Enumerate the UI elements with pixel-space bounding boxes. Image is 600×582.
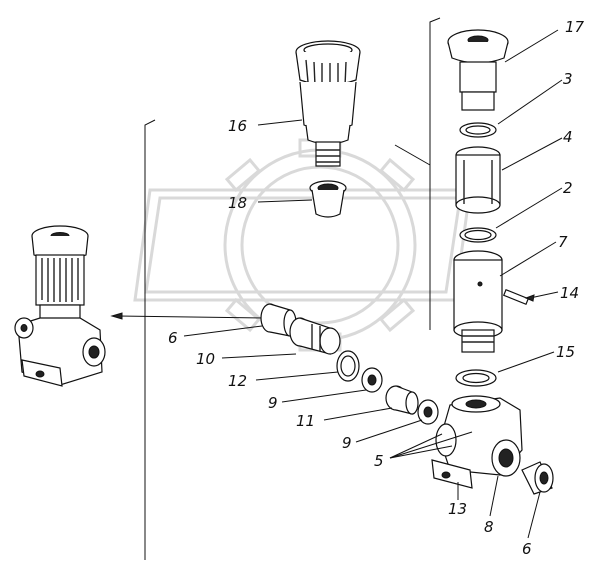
label-7: 7 (558, 233, 568, 251)
label-3: 3 (563, 70, 573, 88)
frame-lines (110, 17, 441, 560)
label-14: 14 (560, 284, 579, 302)
part-7-housing (453, 250, 503, 353)
label-9-upper: 9 (268, 394, 278, 412)
label-9-lower: 9 (342, 434, 352, 452)
label-18: 18 (228, 194, 247, 212)
part-6-fitting-lower (521, 461, 554, 495)
part-17-cap (447, 29, 509, 111)
label-6-lower: 6 (522, 540, 532, 558)
part-3-ring (459, 122, 497, 138)
label-5: 5 (374, 452, 384, 470)
part-6-fitting-upper (260, 303, 297, 337)
part-14-pin (502, 288, 530, 306)
label-10: 10 (196, 350, 215, 368)
label-4: 4 (563, 128, 573, 146)
label-12: 12 (228, 372, 247, 390)
label-17: 17 (565, 18, 585, 36)
label-15: 15 (556, 343, 575, 361)
part-11-sleeve (385, 385, 419, 415)
part-15-ring (455, 369, 497, 387)
part-4-nut (455, 146, 501, 214)
label-8: 8 (484, 518, 494, 536)
label-16: 16 (228, 117, 247, 135)
gear-teeth (224, 138, 416, 352)
part-18-sleeve (309, 180, 347, 218)
label-6-upper: 6 (168, 329, 178, 347)
part-9-valve-lower (417, 399, 439, 425)
part-10-bolt (289, 317, 341, 355)
assembled-pump (14, 225, 106, 387)
label-2: 2 (563, 179, 573, 197)
part-labels: 17 3 16 4 2 18 7 14 6 15 10 12 9 11 9 5 … (168, 18, 585, 558)
part-16-pump-cylinder (295, 40, 361, 167)
part-9-valve-upper (361, 367, 383, 393)
leader-lines (183, 29, 563, 539)
part-12-washer (336, 350, 360, 382)
label-11: 11 (296, 412, 315, 430)
part-2-ring (459, 227, 497, 243)
label-13: 13 (448, 500, 467, 518)
part-13-tee-body (431, 395, 523, 489)
